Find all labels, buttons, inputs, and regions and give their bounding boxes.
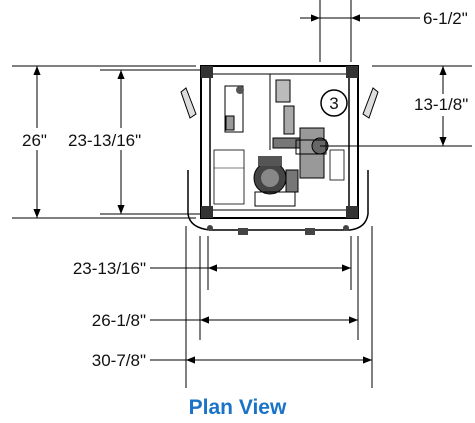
dim-right-height: 13-1/8" [414, 95, 468, 114]
dim-mid-width: 26-1/8" [92, 311, 146, 330]
callout-number: 3 [329, 94, 338, 113]
callout-3: 3 [320, 89, 348, 117]
dim-top-offset: 6-1/2" [423, 9, 468, 28]
unit-outline [180, 65, 379, 235]
dim-overall-width: 30-7/8" [92, 351, 146, 370]
dim-inner-depth: 23-13/16" [68, 131, 141, 150]
view-title: Plan View [188, 396, 287, 419]
dim-overall-depth: 26" [22, 131, 47, 150]
dim-inner-width: 23-13/16" [73, 259, 146, 278]
